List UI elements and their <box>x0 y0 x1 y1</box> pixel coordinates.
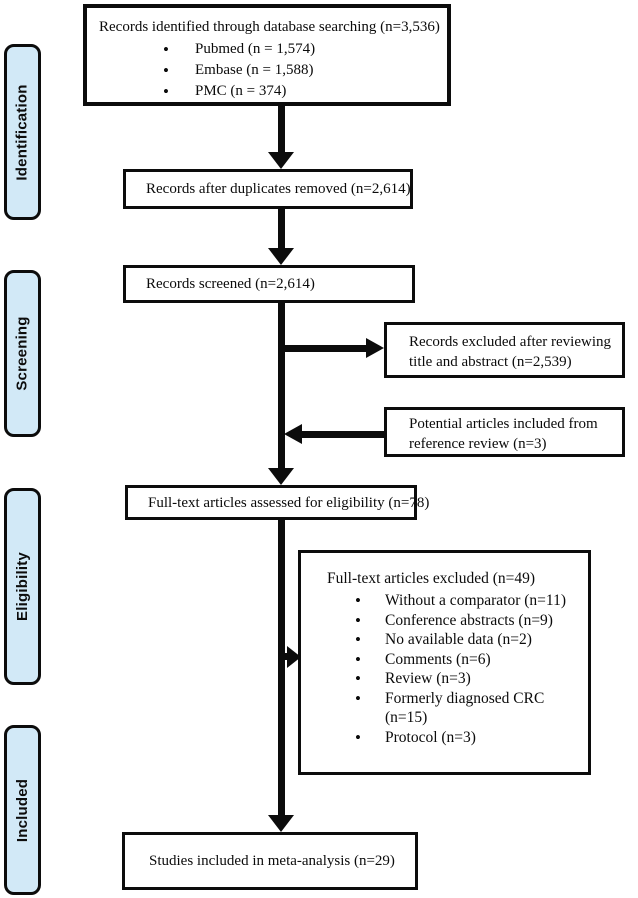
box-records-identified: Records identified through database sear… <box>83 4 451 106</box>
arrow-fulltext-to-included-stem <box>278 520 285 817</box>
list-item: Pubmed (n = 1,574) <box>99 39 443 60</box>
list-item: Review (n=3) <box>327 669 582 689</box>
box-reference-review: Potential articles included from referen… <box>384 407 625 457</box>
arrow-branch-fulltext-excluded-stem <box>281 653 289 660</box>
stage-eligibility-label: Eligibility <box>14 552 31 621</box>
stage-screening-label: Screening <box>14 316 32 391</box>
arrow-duplicates-to-screened-head <box>268 248 294 265</box>
stage-identification-label: Identification <box>14 83 32 181</box>
stage-screening: Screening <box>4 270 41 437</box>
stage-included: Included <box>4 725 41 895</box>
stage-eligibility: Eligibility <box>4 488 41 685</box>
records-identified-bullets: Pubmed (n = 1,574) Embase (n = 1,588) PM… <box>99 39 443 102</box>
arrow-branch-excluded-stem <box>281 345 367 352</box>
list-item: Protocol (n=3) <box>327 728 582 748</box>
arrow-branch-excluded-head <box>366 338 384 358</box>
box-studies-included: Studies included in meta-analysis (n=29) <box>122 832 418 890</box>
arrow-screened-to-fulltext-head <box>268 468 294 485</box>
reference-review-text: Potential articles included from referen… <box>409 416 598 452</box>
stage-included-label: Included <box>14 778 31 842</box>
records-identified-title: Records identified through database sear… <box>99 19 440 35</box>
records-screened-text: Records screened (n=2,614) <box>146 276 315 292</box>
list-item: Embase (n = 1,588) <box>99 60 443 81</box>
arrow-branch-fulltext-excluded-head <box>287 646 301 668</box>
arrow-screened-to-fulltext-stem <box>278 303 285 471</box>
arrow-branch-reference-review-head <box>284 424 302 444</box>
list-item: Without a comparator (n=11) <box>327 591 582 611</box>
list-item: No available data (n=2) <box>327 630 582 650</box>
fulltext-assessed-text: Full-text articles assessed for eligibil… <box>148 494 430 511</box>
box-records-excluded: Records excluded after reviewing title a… <box>384 322 625 378</box>
list-item: PMC (n = 374) <box>99 81 443 102</box>
list-item: Conference abstracts (n=9) <box>327 611 582 631</box>
arrow-fulltext-to-included-head <box>268 815 294 832</box>
box-duplicates-removed: Records after duplicates removed (n=2,61… <box>123 169 413 209</box>
list-item: Comments (n=6) <box>327 650 582 670</box>
studies-included-text: Studies included in meta-analysis (n=29) <box>149 853 395 869</box>
arrow-duplicates-to-screened-stem <box>278 209 285 250</box>
arrow-identified-to-duplicates-stem <box>278 106 285 154</box>
stage-identification: Identification <box>4 44 41 220</box>
box-records-screened: Records screened (n=2,614) <box>123 265 415 303</box>
box-fulltext-assessed: Full-text articles assessed for eligibil… <box>125 485 429 520</box>
fulltext-excluded-bullets: Without a comparator (n=11) Conference a… <box>327 591 582 747</box>
box-fulltext-excluded: Full-text articles excluded (n=49) Witho… <box>298 550 591 775</box>
list-item: Formerly diagnosed CRC (n=15) <box>327 689 582 728</box>
arrow-branch-reference-review-stem <box>301 431 384 438</box>
fulltext-excluded-title: Full-text articles excluded (n=49) <box>327 570 536 587</box>
duplicates-removed-text: Records after duplicates removed (n=2,61… <box>146 181 411 197</box>
arrow-identified-to-duplicates-head <box>268 152 294 169</box>
records-excluded-text: Records excluded after reviewing title a… <box>409 334 611 370</box>
